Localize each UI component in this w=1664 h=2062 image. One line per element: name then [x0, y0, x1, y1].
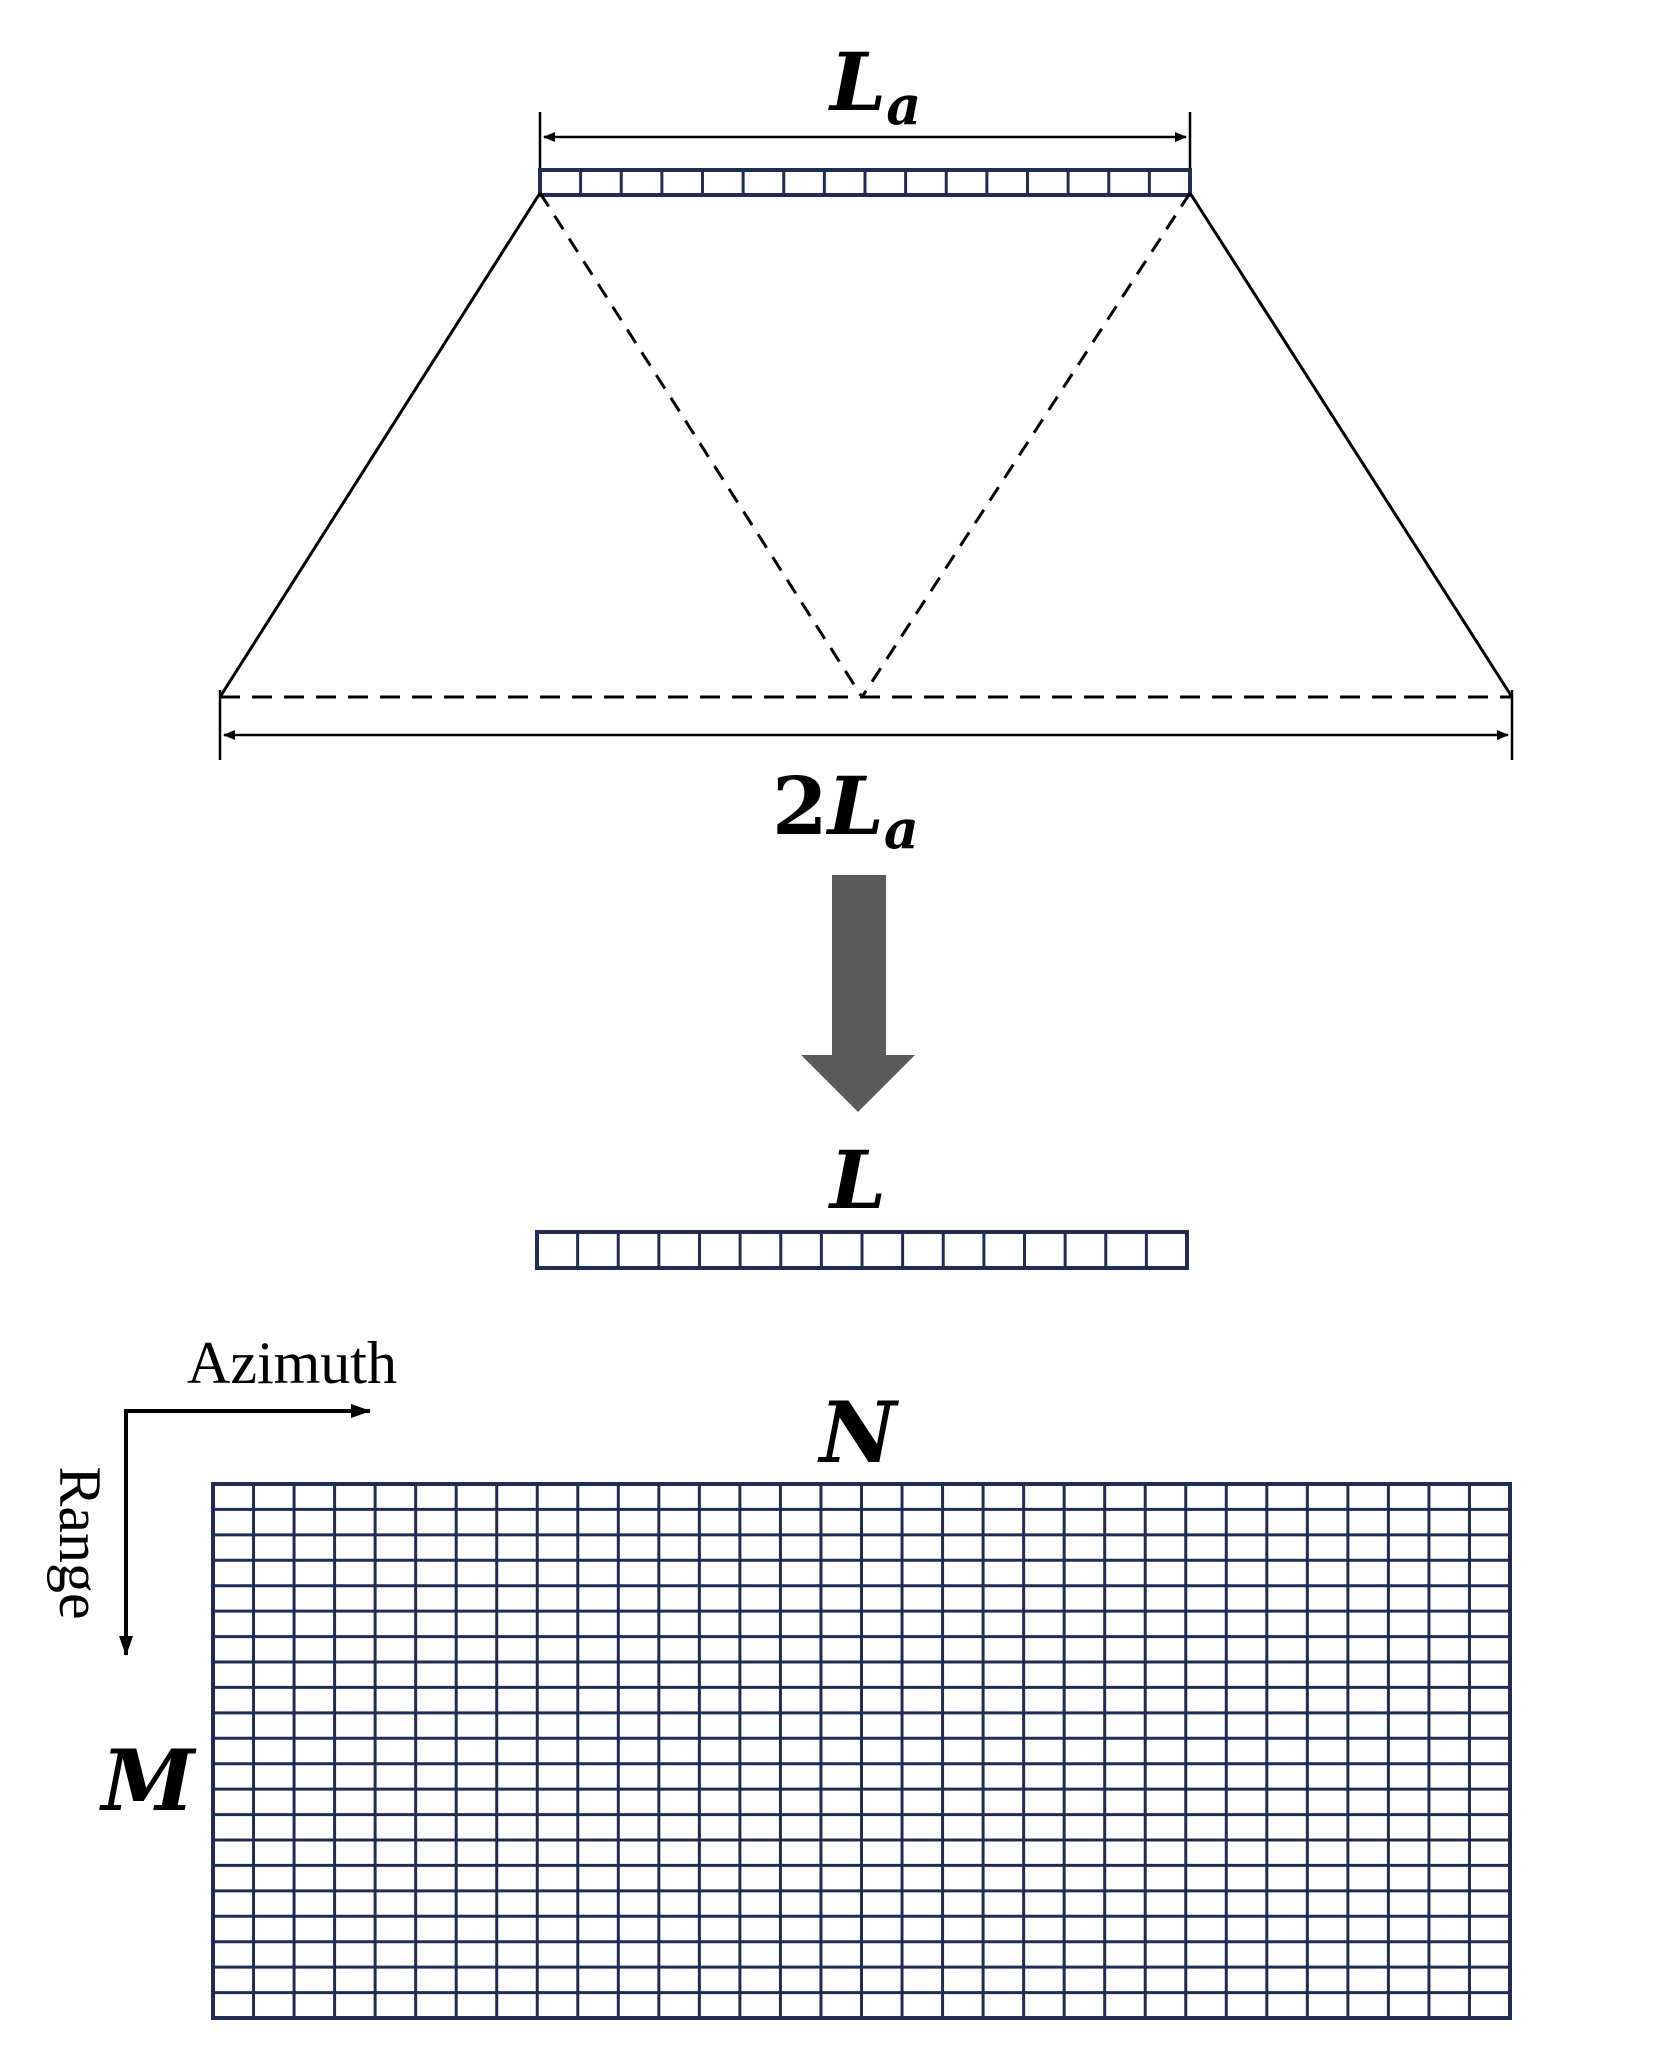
- la-dimension: La: [538, 35, 1192, 190]
- azimuth-label: Azimuth: [187, 1330, 397, 1396]
- beam-geometry: [218, 192, 1514, 699]
- la-label: La: [828, 35, 921, 137]
- beam-dashed-right: [860, 192, 1192, 698]
- physical-array-la: [538, 168, 1192, 197]
- la-label-sub: a: [886, 73, 921, 137]
- two-la-coef: 2: [772, 759, 828, 853]
- virtual-array-l: [535, 1230, 1189, 1270]
- m-label: M: [99, 1731, 198, 1830]
- beam-outer-right: [1188, 192, 1514, 698]
- image-grid: [211, 1482, 1512, 2020]
- two-la-base: L: [826, 759, 884, 853]
- two-la-dimension: 2La: [218, 690, 1514, 861]
- n-label: N: [817, 1383, 900, 1482]
- range-label: Range: [47, 1466, 113, 1619]
- two-la-label: 2La: [772, 759, 919, 861]
- transform-arrow: [801, 875, 915, 1112]
- la-label-base: L: [828, 35, 886, 129]
- axes-indicator: Azimuth Range: [47, 1330, 397, 1656]
- beam-outer-left: [218, 192, 542, 698]
- beam-dashed-left: [538, 192, 864, 698]
- l-label: L: [828, 1133, 886, 1227]
- two-la-sub: a: [884, 797, 919, 861]
